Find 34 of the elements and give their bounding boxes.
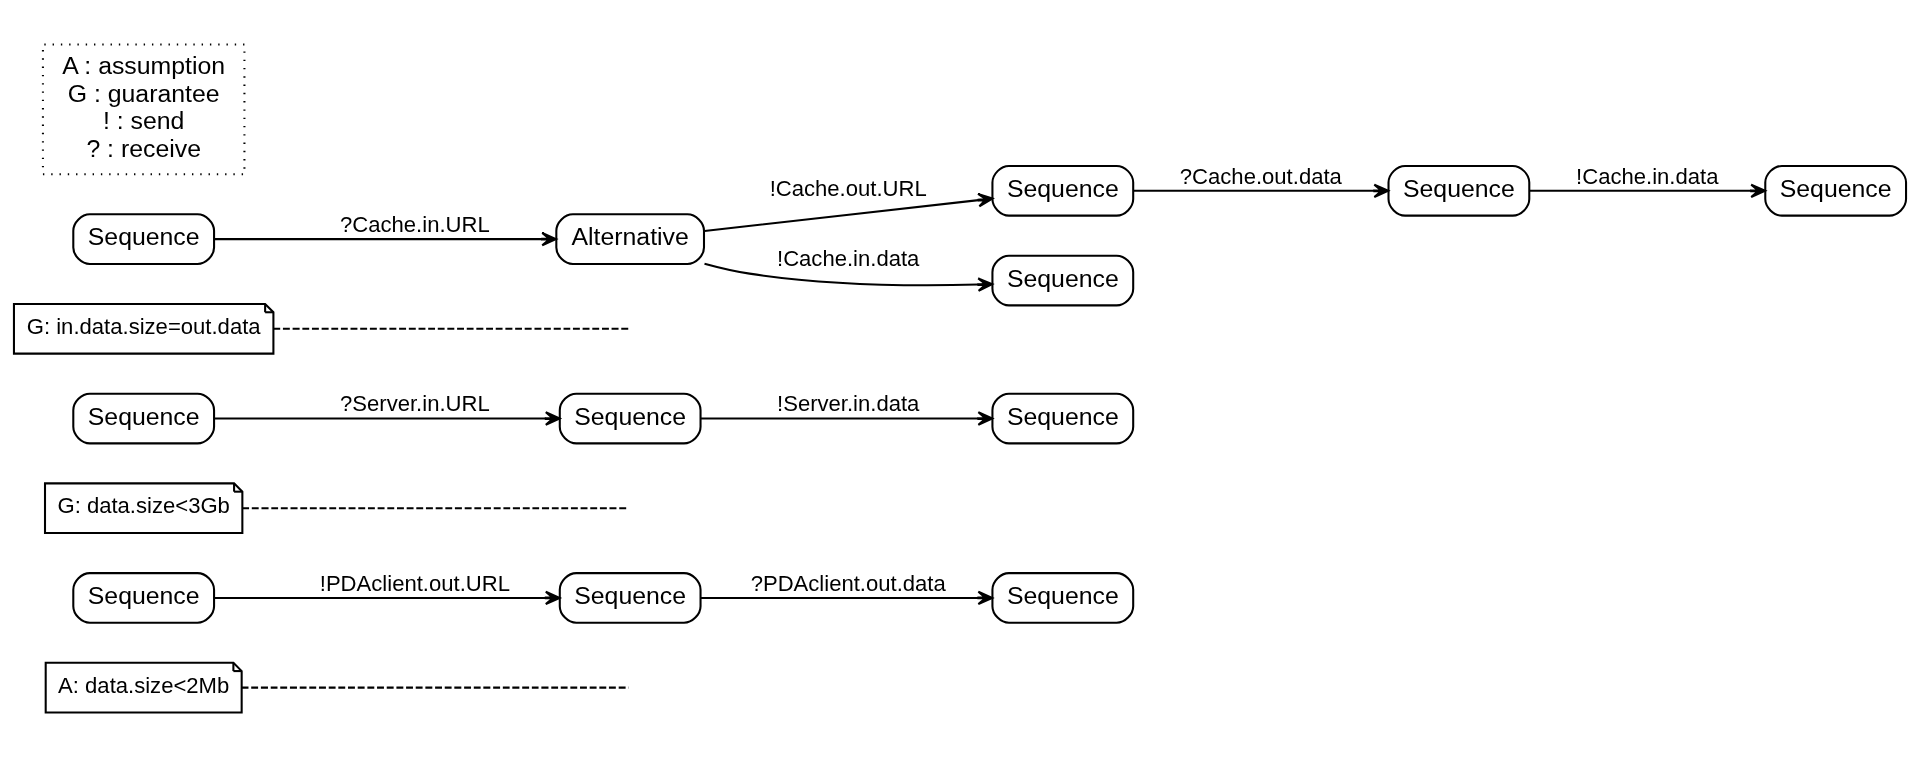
node-box: Sequence bbox=[72, 392, 216, 445]
node-box: Sequence bbox=[991, 392, 1135, 445]
edge-label: ?Cache.out.data bbox=[1179, 163, 1342, 189]
node-box: Sequence bbox=[1387, 164, 1531, 217]
node-box: Alternative bbox=[555, 213, 706, 265]
edge-label: !Cache.in.data bbox=[1576, 163, 1719, 189]
edge-label: !PDAclient.out.URL bbox=[319, 570, 510, 596]
arrow bbox=[1133, 183, 1390, 199]
arrow bbox=[704, 192, 994, 232]
edge-label: ?Server.in.URL bbox=[340, 391, 490, 417]
node-box: A : assumption G : guarantee ! : send ? : receive bbox=[41, 43, 246, 176]
node-box: Sequence bbox=[558, 572, 702, 624]
node-box: Sequence bbox=[991, 572, 1135, 624]
arrow bbox=[214, 411, 561, 426]
edge-label: !Server.in.data bbox=[777, 391, 920, 417]
node-box: Sequence bbox=[72, 213, 216, 265]
node-box: Sequence bbox=[991, 254, 1135, 307]
arrow bbox=[700, 411, 994, 426]
edge-label: !Cache.in.data bbox=[777, 246, 920, 272]
connector bbox=[242, 507, 629, 510]
arrow bbox=[700, 590, 994, 606]
arrow bbox=[704, 262, 994, 292]
node-box: Sequence bbox=[558, 392, 702, 445]
node-box: Sequence bbox=[72, 572, 216, 624]
edge-label: !Cache.out.URL bbox=[769, 176, 927, 202]
edge-label: ?PDAclient.out.data bbox=[750, 570, 946, 596]
edge-label: ?Cache.in.URL bbox=[340, 211, 490, 237]
node-box: Sequence bbox=[1764, 164, 1908, 217]
connector bbox=[241, 686, 629, 689]
arrow bbox=[214, 590, 561, 606]
node-box: Sequence bbox=[991, 164, 1135, 217]
connector bbox=[273, 327, 629, 330]
arrow bbox=[1529, 183, 1767, 199]
arrow bbox=[214, 231, 558, 247]
